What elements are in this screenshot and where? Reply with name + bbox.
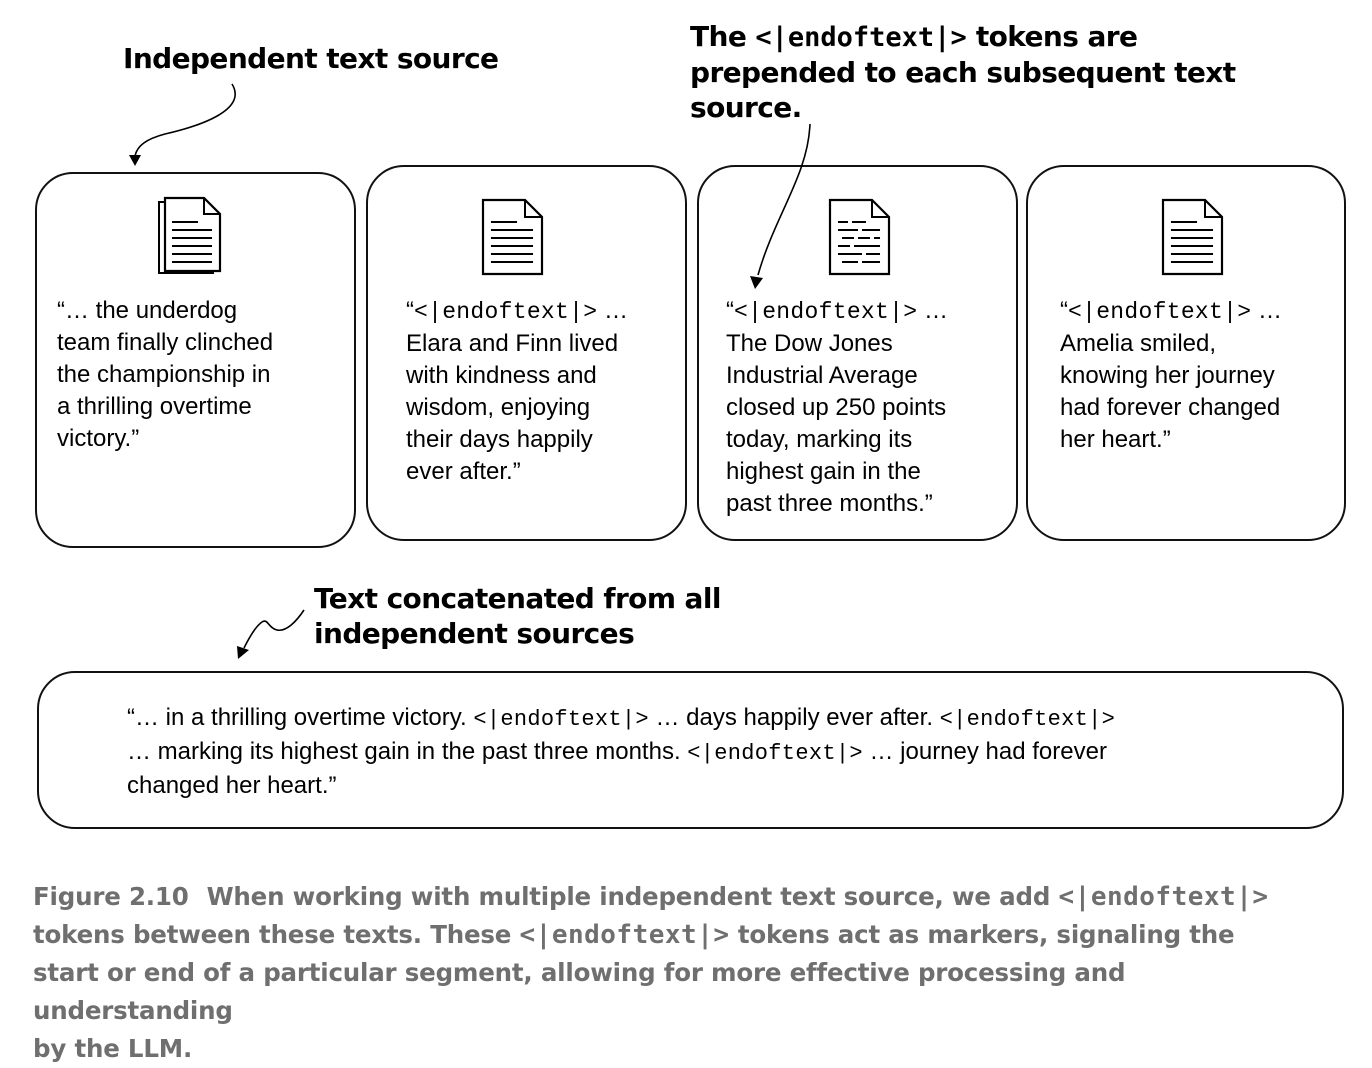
source-2-token-line: “<|endoftext|> … [406,295,628,328]
source-3-line: Industrial Average [726,362,918,389]
callout-token-prepended: The <|endoftext|> tokens are prepended t… [690,19,1250,125]
source-2-line: wisdom, enjoying [406,394,591,421]
source-text-3: “<|endoftext|> … The Dow Jones Industria… [726,295,948,520]
arrowhead-token [750,276,763,289]
arrowhead-source [129,155,141,166]
source-2-line: Elara and Finn lived [406,330,619,357]
callout-token-line-3: source. [690,91,802,124]
source-4-line: had forever changed [1060,394,1281,421]
caption-line-4: by the LLM. [33,1034,193,1063]
callout-concatenated-line-2: independent sources [314,617,635,650]
ellipsis: … [917,297,949,324]
source-1-line: a thrilling overtime [57,393,252,420]
concat-part: … marking its highest gain in the past t… [127,738,688,765]
caption-text: tokens between these texts. These [33,920,520,949]
endoftext-token: <|endoftext|> [1068,299,1252,325]
caption-line-1: Figure 2.10 When working with multiple in… [33,878,1333,916]
source-3-line: past three months.” [726,490,933,517]
figure-caption: Figure 2.10 When working with multiple in… [33,878,1333,1068]
endoftext-token: <|endoftext|> [414,299,598,325]
document-icon [481,198,544,276]
source-1-line: team finally clinched [57,329,274,356]
document-stack-icon [158,196,222,274]
endoftext-token: <|endoftext|> [687,741,863,766]
concatenated-box [37,671,1344,829]
callout-independent-source-text: Independent text source [123,42,499,75]
open-quote: “ [406,297,414,324]
source-2-line: ever after.” [406,458,521,485]
caption-text: tokens act as markers, signaling the [729,920,1235,949]
concatenated-line-2: … marking its highest gain in the past t… [127,736,1287,770]
source-4-line: knowing her journey [1060,362,1275,389]
ellipsis: … [597,297,629,324]
callout-concatenated: Text concatenated from all independent s… [314,581,721,651]
endoftext-token: <|endoftext|> [519,920,730,950]
arrow-token-to-box [757,123,811,276]
ellipsis: … [1251,297,1283,324]
document-icon-2 [1161,198,1224,276]
concatenated-line-1: “… in a thrilling overtime victory. <|en… [127,702,1287,736]
source-3-line: highest gain in the [726,458,921,485]
concat-part: … journey had forever [862,738,1107,765]
endoftext-token: <|endoftext|> [734,299,918,325]
source-box-3 [697,165,1018,541]
open-quote: “ [726,297,734,324]
endoftext-token: <|endoftext|> [755,22,967,53]
source-2-line: with kindness and [406,362,597,389]
caption-line-2: tokens between these texts. These <|endo… [33,916,1333,954]
callout-token-line-1: The <|endoftext|> tokens are [690,19,1250,55]
source-1-line: the championship in [57,361,271,388]
callout-concatenated-line-1: Text concatenated from all [314,582,721,615]
document-dashed-icon [828,198,891,276]
endoftext-token: <|endoftext|> [473,707,649,732]
source-4-line: her heart.” [1060,426,1171,453]
concatenated-line-3: changed her heart.” [127,772,337,799]
figure-number: Figure 2.10 [33,882,189,911]
endoftext-token: <|endoftext|> [939,707,1116,732]
concat-part: … days happily ever after. [648,704,940,731]
open-quote: “ [1060,297,1068,324]
arrow-concat-to-box [243,609,305,649]
caption-text: When working with multiple independent t… [206,882,1059,911]
callout-independent-source: Independent text source [123,41,499,76]
source-text-2: “<|endoftext|> … Elara and Finn lived wi… [406,295,628,488]
endoftext-token: <|endoftext|> [1058,882,1269,912]
concat-part: “… in a thrilling overtime victory. [127,704,474,731]
source-1-line: victory.” [57,425,140,452]
source-3-line: closed up 250 points [726,394,947,421]
callout-token-pre: The [690,20,756,53]
source-4-line: Amelia smiled, [1060,330,1217,357]
source-2-line: their days happily [406,426,593,453]
source-4-token-line: “<|endoftext|> … [1060,295,1282,328]
source-3-token-line: “<|endoftext|> … [726,295,948,328]
source-3-line: today, marking its [726,426,913,453]
callout-token-post: tokens are [966,20,1138,53]
arrowhead-concat [237,646,249,659]
source-text-4: “<|endoftext|> … Amelia smiled, knowing … [1060,295,1282,456]
callout-token-line-2: prepended to each subsequent text [690,56,1236,89]
source-text-1: “… the underdog team finally clinched th… [57,295,273,455]
caption-line-3: start or end of a particular segment, al… [33,958,1126,1025]
concatenated-text: “… in a thrilling overtime victory. <|en… [127,702,1287,802]
source-3-line: The Dow Jones [726,330,893,357]
arrow-source-to-box [134,83,236,157]
source-1-line: “… the underdog [57,297,238,324]
